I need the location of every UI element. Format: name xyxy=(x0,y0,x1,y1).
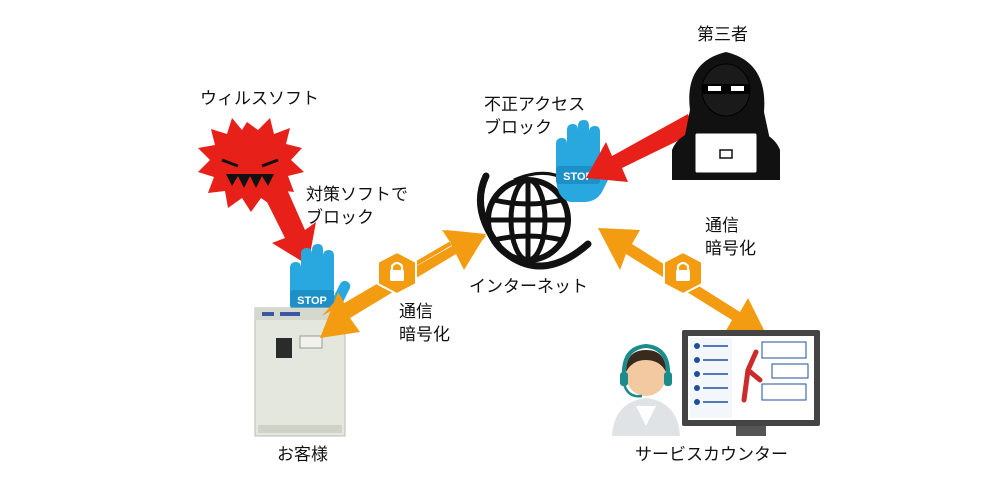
monitor-icon xyxy=(682,330,820,436)
virus-software-label: ウィルスソフト xyxy=(200,89,319,109)
globe-icon xyxy=(477,171,592,270)
service-counter-label: サービスカウンター xyxy=(635,445,788,465)
internet-label: インターネット xyxy=(469,277,588,297)
virus-to-customer-arrow xyxy=(262,178,316,265)
lock-icon xyxy=(663,250,703,296)
thirdparty-to-internet-arrow xyxy=(586,114,696,182)
encryption-right-label: 通信 暗号化 xyxy=(705,216,756,259)
stop-label: STOP xyxy=(563,171,593,183)
hacker-icon xyxy=(672,52,780,180)
stop-label: STOP xyxy=(297,295,327,307)
third-party-label: 第三者 xyxy=(697,25,748,45)
unauthorized-access-block-label: 不正アクセス ブロック xyxy=(484,95,586,138)
encryption-left-label: 通信 暗号化 xyxy=(399,302,450,345)
customer-label: お客様 xyxy=(277,445,328,465)
stop-hand-icon: STOP xyxy=(556,120,617,202)
operator-icon xyxy=(612,343,680,436)
lock-icon xyxy=(377,250,417,296)
antivirus-block-label: 対策ソフトで ブロック xyxy=(306,185,408,228)
